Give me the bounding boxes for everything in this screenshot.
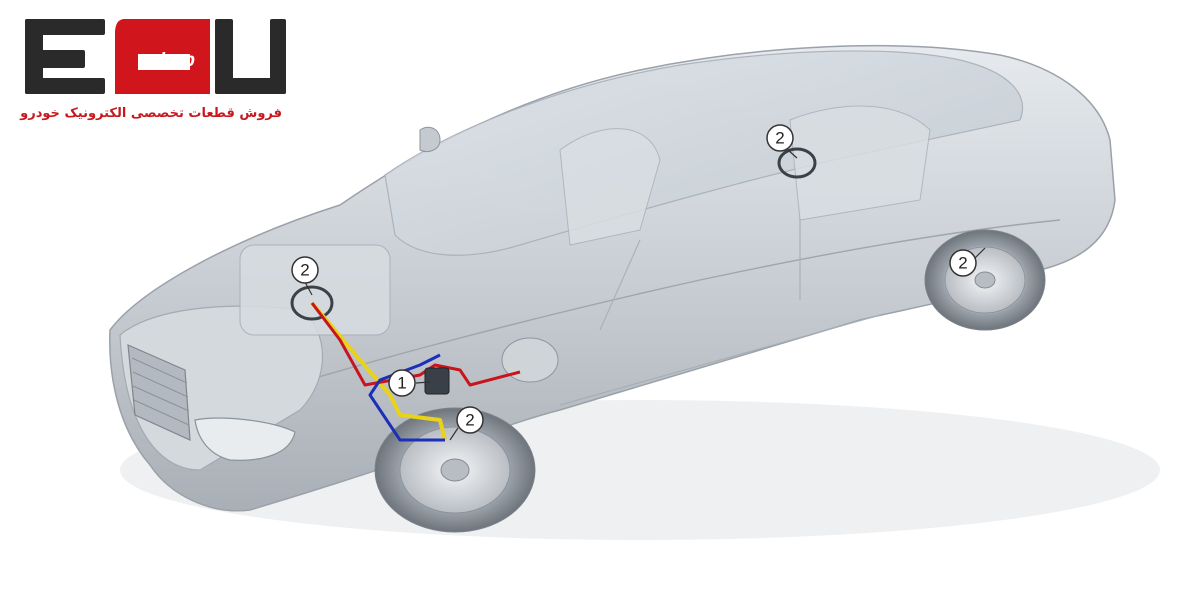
rear-far-brake-disc <box>777 147 817 179</box>
logo-tagline: فروش قطعات تخصصی الکترونیک خودرو <box>20 106 282 121</box>
callout-wheel-rear-left: 2 <box>766 124 798 159</box>
callout-label-1: 1 <box>397 374 406 393</box>
callout-label-2a: 2 <box>300 261 309 280</box>
front-grille <box>127 344 191 441</box>
front-wheel <box>374 407 536 533</box>
rear-seat <box>789 105 931 221</box>
brake-line-yellow <box>310 301 447 441</box>
callout-label-2d: 2 <box>958 254 967 273</box>
grille-slats <box>131 357 190 426</box>
front-seat <box>559 128 661 246</box>
callout-unit: 1 <box>388 369 431 397</box>
hydraulic-unit <box>424 367 450 395</box>
door-sill-line <box>559 314 881 406</box>
brake-booster <box>501 337 559 383</box>
ecu-shop-logo: shop فروش قطعات تخصصی الکترونیک خودرو <box>20 14 290 124</box>
front-far-brake-disc <box>290 285 334 321</box>
side-mirror <box>419 126 441 153</box>
rear-wheel <box>924 229 1046 331</box>
car-greenhouse <box>384 50 1024 256</box>
headlight <box>194 417 296 461</box>
ecu-logo-mark <box>25 19 286 94</box>
callout-label-2b: 2 <box>465 411 474 430</box>
door-seam-lines <box>599 205 801 331</box>
callout-wheel-rear-right: 2 <box>949 247 986 277</box>
callout-label-2c: 2 <box>775 129 784 148</box>
callout-wheel-front-left: 2 <box>291 256 319 296</box>
callout-wheel-front-right: 2 <box>449 406 484 441</box>
logo-shop-text: shop <box>149 50 196 71</box>
brake-line-blue <box>368 353 445 442</box>
engine-block <box>239 244 391 336</box>
